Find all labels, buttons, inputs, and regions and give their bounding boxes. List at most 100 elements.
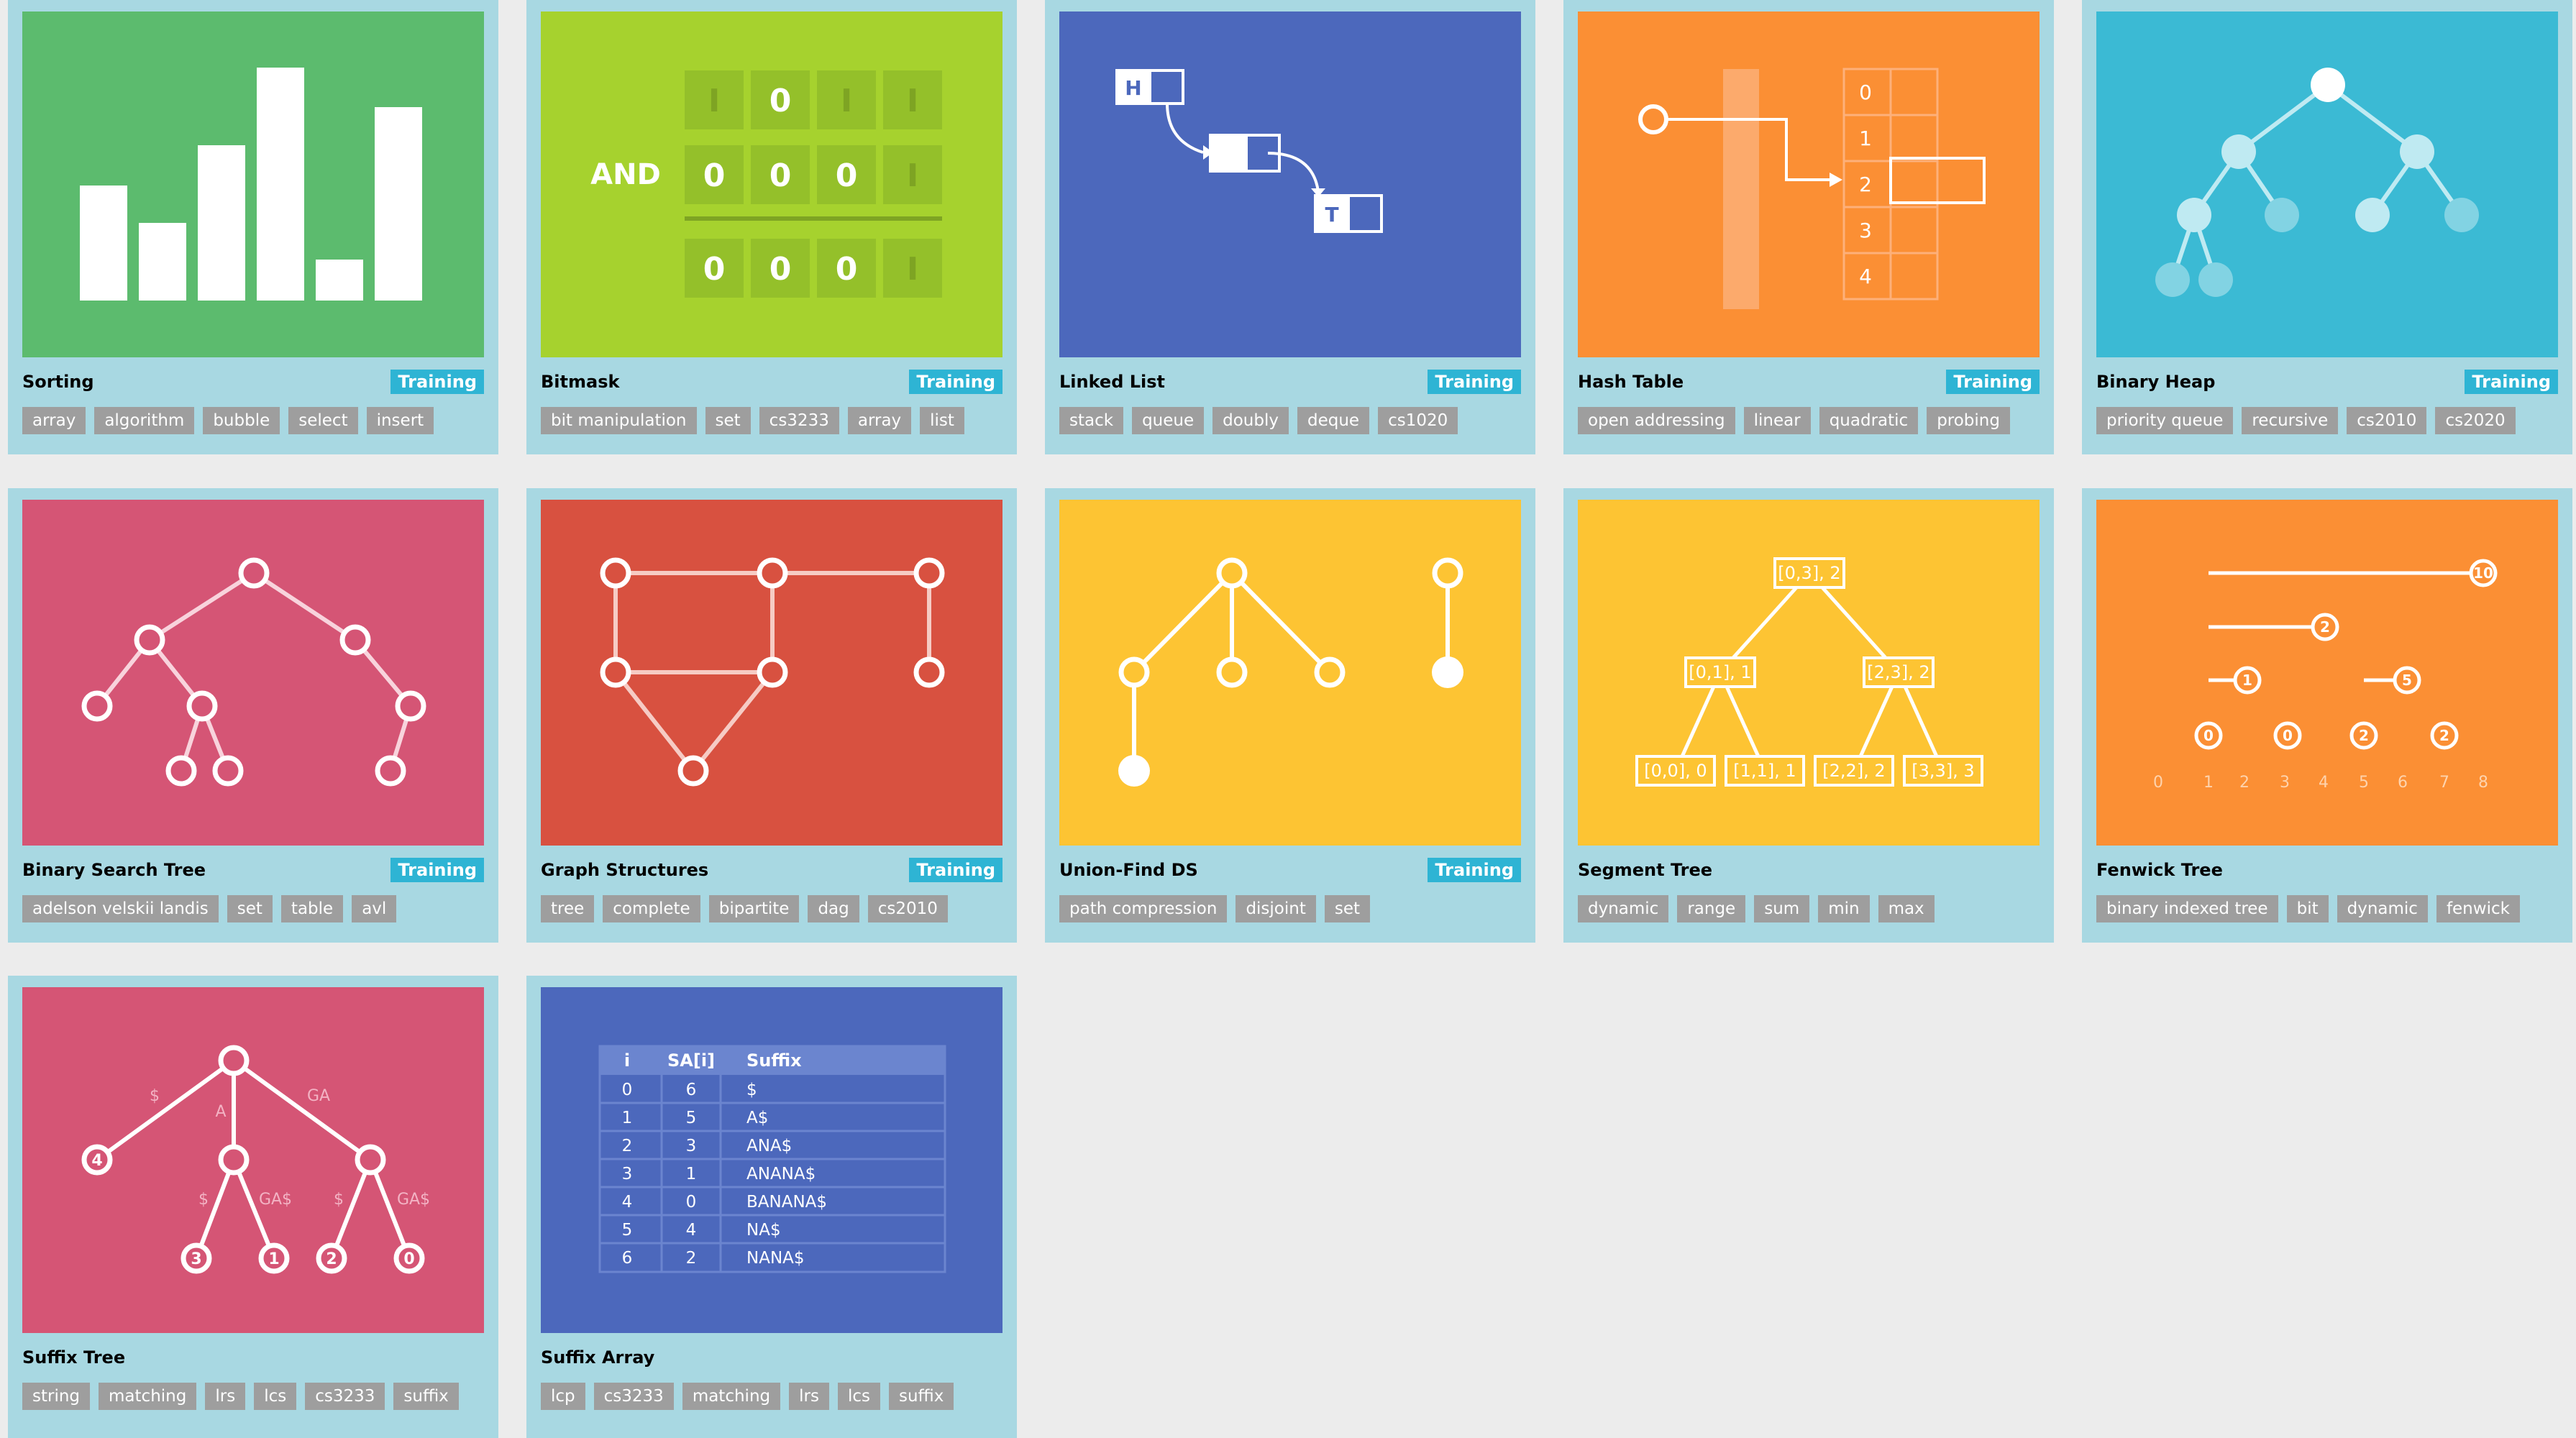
card-bitmask[interactable]: AND I I I I I 0 0 0 0 0 0 0 [526,0,1017,454]
tag[interactable]: matching [99,1383,197,1410]
card-thumbnail[interactable] [22,500,484,846]
tag[interactable]: string [22,1383,91,1410]
card-sorting[interactable]: Sorting Training array algorithm bubble … [8,0,498,454]
training-badge[interactable]: Training [909,370,1002,394]
tag[interactable]: set [227,895,273,922]
training-badge[interactable]: Training [1428,370,1521,394]
tag[interactable]: array [847,407,912,434]
card-linked-list[interactable]: H T Linked List Training stack queue dou… [1045,0,1535,454]
card-thumbnail[interactable]: 10 2 1 5 0 0 2 2 0 1 2 3 4 5 6 7 [2096,500,2558,846]
tag[interactable]: lrs [205,1383,246,1410]
tag[interactable]: dynamic [1578,895,1669,922]
tag[interactable]: path compression [1059,895,1228,922]
tag[interactable]: stack [1059,407,1124,434]
card-union-find[interactable]: Union-Find DS Training path compression … [1045,488,1535,943]
card-title[interactable]: Suffix Array [541,1347,655,1368]
card-thumbnail[interactable] [541,500,1002,846]
card-thumbnail[interactable]: H T [1059,12,1521,357]
card-title[interactable]: Union-Find DS [1059,860,1198,880]
training-badge[interactable]: Training [1428,858,1521,882]
tag[interactable]: table [280,895,344,922]
tag[interactable]: range [1677,895,1746,922]
card-thumbnail[interactable]: [0,3], 2 [0,1], 1 [2,3], 2 [0,0], 0 [1,1… [1578,500,2040,846]
training-badge[interactable]: Training [1946,370,2040,394]
card-thumbnail[interactable]: 4 3 1 2 0 $ A GA $ GA$ $ GA$ [22,987,484,1333]
card-title[interactable]: Binary Search Tree [22,860,206,880]
tag[interactable]: suffix [393,1383,459,1410]
tag[interactable]: dag [808,895,859,922]
tag[interactable]: avl [352,895,397,922]
card-thumbnail[interactable] [2096,12,2558,357]
tag[interactable]: binary indexed tree [2096,895,2278,922]
tag[interactable]: queue [1132,407,1205,434]
tag[interactable]: cs2010 [867,895,948,922]
tag[interactable]: dynamic [2337,895,2428,922]
tag[interactable]: array [22,407,86,434]
card-binary-search-tree[interactable]: Binary Search Tree Training adelson vels… [8,488,498,943]
tag[interactable]: disjoint [1236,895,1316,922]
card-title[interactable]: Hash Table [1578,372,1684,392]
card-fenwick-tree[interactable]: 10 2 1 5 0 0 2 2 0 1 2 3 4 5 6 7 [2082,488,2572,943]
card-thumbnail[interactable]: i SA[i] Suffix 0 6 $ 1 5 A$ 2 3 ANA$ 3 1 [541,987,1002,1333]
tag[interactable]: deque [1297,407,1370,434]
tag[interactable]: cs2010 [2347,407,2427,434]
card-binary-heap[interactable]: Binary Heap Training priority queue recu… [2082,0,2572,454]
tag[interactable]: cs1020 [1378,407,1458,434]
tag[interactable]: bipartite [708,895,800,922]
training-badge[interactable]: Training [2465,370,2558,394]
tag[interactable]: adelson velskii landis [22,895,219,922]
tag[interactable]: lcs [254,1383,297,1410]
card-graph-structures[interactable]: Graph Structures Training tree complete … [526,488,1017,943]
tag[interactable]: linear [1743,407,1811,434]
tag[interactable]: cs3233 [305,1383,385,1410]
tag[interactable]: recursive [2242,407,2339,434]
tag[interactable]: set [1324,895,1371,922]
tag[interactable]: lcs [837,1383,880,1410]
tag[interactable]: tree [541,895,595,922]
tag[interactable]: suffix [889,1383,954,1410]
card-title[interactable]: Binary Heap [2096,372,2216,392]
card-thumbnail[interactable] [1059,500,1521,846]
card-title[interactable]: Segment Tree [1578,860,1713,880]
tag[interactable]: cs3233 [593,1383,674,1410]
tag[interactable]: quadratic [1819,407,1919,434]
card-title[interactable]: Bitmask [541,372,620,392]
tag[interactable]: algorithm [94,407,195,434]
card-thumbnail[interactable]: 0 1 2 3 4 [1578,12,2040,357]
tag[interactable]: list [920,407,964,434]
tag[interactable]: min [1818,895,1870,922]
tag[interactable]: bit [2286,895,2329,922]
training-badge[interactable]: Training [909,858,1002,882]
tag[interactable]: priority queue [2096,407,2234,434]
tag[interactable]: complete [603,895,700,922]
card-suffix-tree[interactable]: 4 3 1 2 0 $ A GA $ GA$ $ GA$ Suffix Tree [8,976,498,1438]
tag[interactable]: insert [366,407,434,434]
card-title[interactable]: Suffix Tree [22,1347,126,1368]
tag[interactable]: max [1878,895,1935,922]
card-hash-table[interactable]: 0 1 2 3 4 Hash Table Training open addre… [1563,0,2054,454]
tag[interactable]: matching [682,1383,781,1410]
tag[interactable]: lrs [789,1383,829,1410]
tag[interactable]: lcp [541,1383,585,1410]
card-thumbnail[interactable] [22,12,484,357]
tag[interactable]: doubly [1212,407,1289,434]
card-segment-tree[interactable]: [0,3], 2 [0,1], 1 [2,3], 2 [0,0], 0 [1,1… [1563,488,2054,943]
tag[interactable]: open addressing [1578,407,1735,434]
tag[interactable]: bit manipulation [541,407,697,434]
tag[interactable]: sum [1754,895,1810,922]
card-title[interactable]: Sorting [22,372,94,392]
tag[interactable]: select [288,407,358,434]
tag[interactable]: cs3233 [759,407,839,434]
card-title[interactable]: Fenwick Tree [2096,860,2223,880]
tag[interactable]: fenwick [2436,895,2520,922]
card-thumbnail[interactable]: AND I I I I I 0 0 0 0 0 0 0 [541,12,1002,357]
tag[interactable]: set [705,407,751,434]
tag[interactable]: cs2020 [2435,407,2516,434]
card-suffix-array[interactable]: i SA[i] Suffix 0 6 $ 1 5 A$ 2 3 ANA$ 3 1 [526,976,1017,1438]
training-badge[interactable]: Training [390,370,484,394]
card-title[interactable]: Linked List [1059,372,1166,392]
training-badge[interactable]: Training [390,858,484,882]
tag[interactable]: probing [1927,407,2010,434]
card-title[interactable]: Graph Structures [541,860,709,880]
tag[interactable]: bubble [203,407,280,434]
